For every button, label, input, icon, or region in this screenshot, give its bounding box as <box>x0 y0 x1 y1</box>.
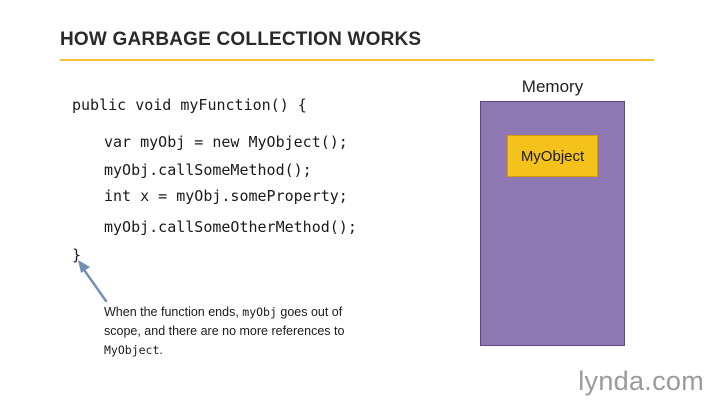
code-line-new-object: var myObj = new MyObject(); <box>104 133 348 151</box>
note-text-3: . <box>159 343 163 357</box>
code-line-closing-brace: } <box>72 246 82 264</box>
code-line-call-method: myObj.callSomeMethod(); <box>104 161 312 179</box>
slide-title: HOW GARBAGE COLLECTION WORKS <box>60 29 422 50</box>
arrow-up-left-icon <box>78 260 108 303</box>
note-text-1: When the function ends, <box>104 305 243 319</box>
scope-explanation-note: When the function ends, myObj goes out o… <box>104 303 374 360</box>
code-line-function-signature: public void myFunction() { <box>72 96 307 114</box>
note-code-myobject: MyObject <box>104 343 160 357</box>
note-code-myobj: myObj <box>242 305 277 319</box>
memory-label: Memory <box>521 77 584 96</box>
note-text-2: goes out of scope, and there are no more… <box>104 305 345 338</box>
title-underline <box>60 59 654 61</box>
code-line-read-property: int x = myObj.someProperty; <box>104 187 348 205</box>
code-line-call-other-method: myObj.callSomeOtherMethod(); <box>104 218 357 236</box>
lynda-logo: lynda.com <box>578 366 704 396</box>
memory-object-block: MyObject <box>507 135 598 177</box>
memory-object-label: MyObject <box>520 147 585 165</box>
